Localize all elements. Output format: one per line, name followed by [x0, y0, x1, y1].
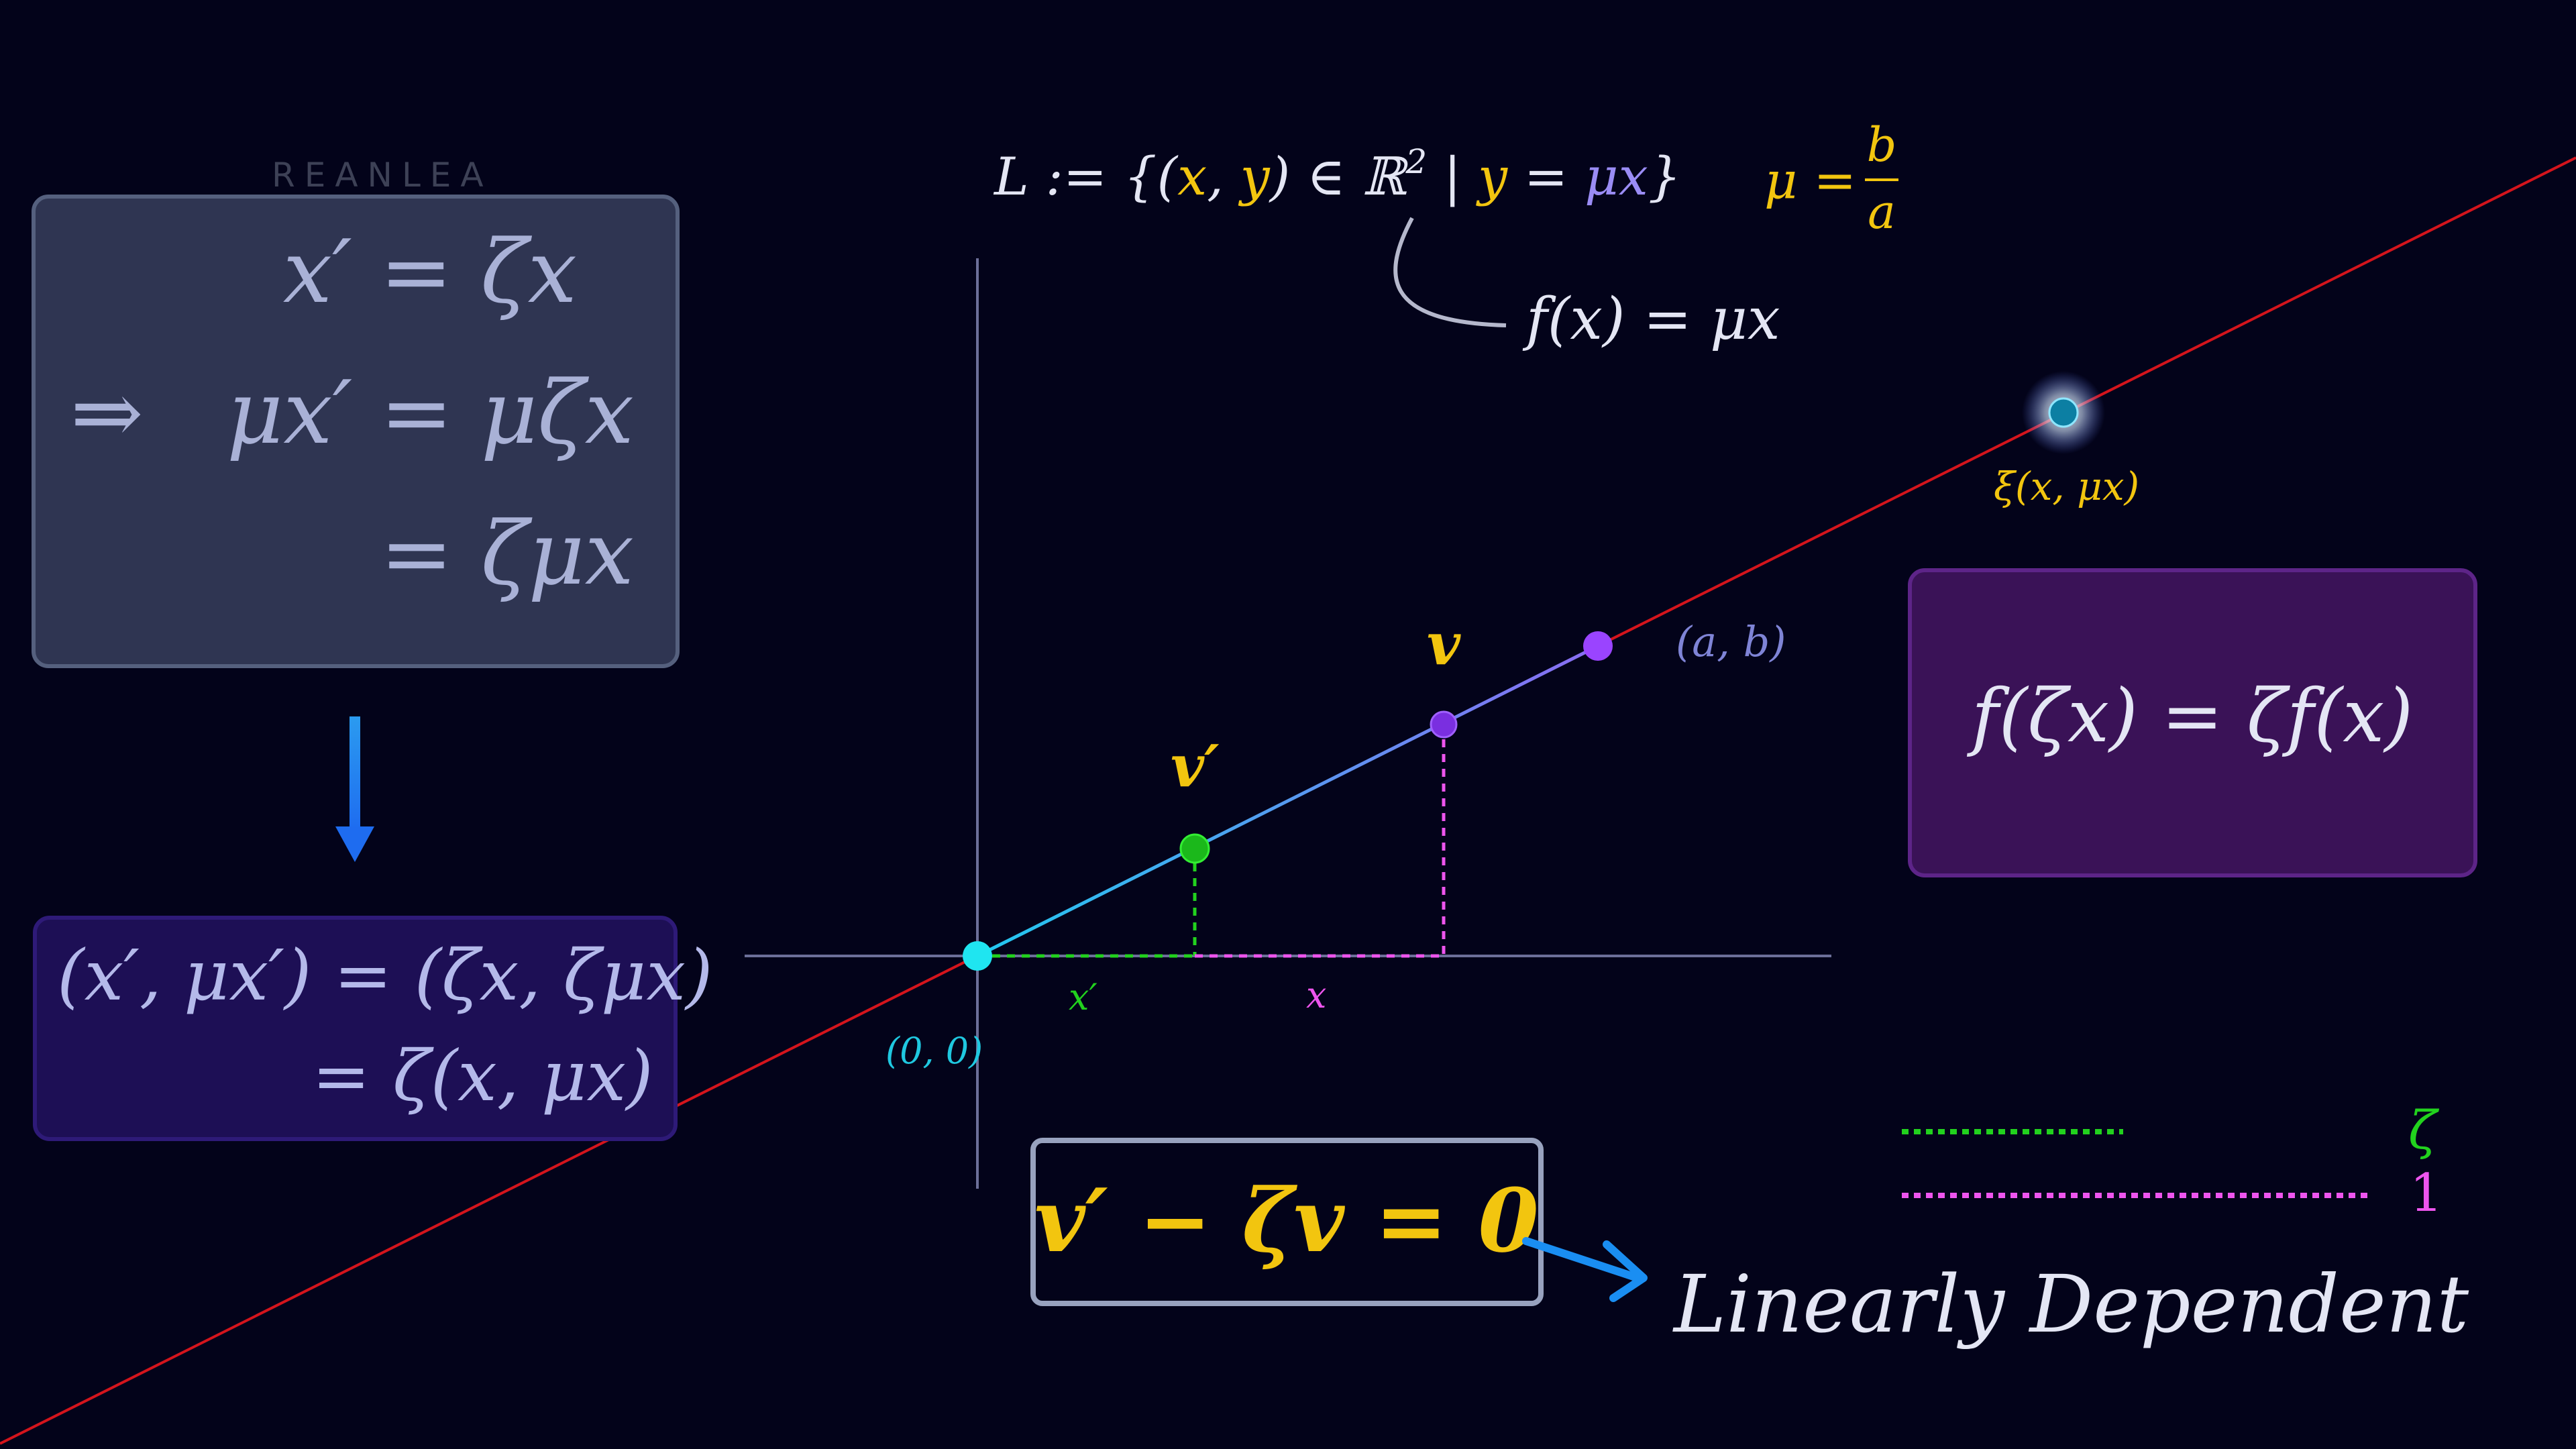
vprime-label: v′: [1171, 733, 1220, 800]
homogeneity-box: f(ζx) = ζf(x): [1908, 568, 2477, 877]
ab-point: [1583, 631, 1613, 661]
xi-label: ξ(x, μx): [1994, 464, 2139, 509]
mu-def-denominator: a: [1868, 184, 1896, 239]
legend-green-label: ζ: [2408, 1101, 2440, 1161]
fx-label: f(x) = μx: [1522, 286, 1780, 353]
derivation-line2: μx′ = μζx: [227, 362, 634, 464]
v-label: v: [1427, 610, 1461, 678]
reanlea-watermark: REANLEA: [272, 156, 493, 195]
xprime-axis-label: x′: [1069, 976, 1097, 1018]
derivation-line3: = ζμx: [380, 502, 634, 604]
origin-point: [963, 941, 992, 971]
xi-point: [2048, 397, 2079, 428]
tuple-line2: = ζ(x, μx): [312, 1035, 653, 1117]
ab-label: (a, b): [1676, 617, 1786, 666]
dependence-equation: v′ − ζv = 0: [1034, 1169, 1539, 1272]
homogeneity-text: f(ζx) = ζf(x): [1967, 673, 2414, 759]
vector-v: [976, 644, 1599, 958]
right-arrow: [1522, 1237, 1648, 1302]
down-arrow: [335, 716, 374, 862]
linearly-dependent-label: Linearly Dependent: [1672, 1258, 2469, 1350]
legend: ζ 1: [1902, 1101, 2443, 1224]
v-point: [1430, 710, 1458, 739]
tuple-line1: (x′, μx′) = (ζx, ζμx): [57, 934, 713, 1016]
fx-connector-curve: [1393, 217, 1507, 327]
origin-label: (0, 0): [885, 1030, 983, 1072]
derivation-line1: x′ = ζx: [283, 221, 577, 323]
derivation-box: x′ = ζx ⇒ μx′ = μζx = ζμx: [32, 195, 680, 668]
dependence-box: v′ − ζv = 0: [1030, 1138, 1544, 1306]
x-axis-label: x: [1306, 974, 1326, 1016]
mu-def-numerator: b: [1867, 117, 1897, 172]
implies-arrow: ⇒: [70, 362, 144, 464]
mu-definition: μ = b a: [1764, 117, 1898, 239]
vprime-point: [1179, 833, 1210, 864]
tuple-box: (x′, μx′) = (ζx, ζμx) = ζ(x, μx): [33, 916, 713, 1141]
mu-def-lhs: μ =: [1764, 150, 1856, 210]
set-definition: L := {(x, y) ∈ ℝ2 | y = μx}: [993, 142, 1681, 207]
legend-magenta-label: 1: [2410, 1163, 2443, 1224]
